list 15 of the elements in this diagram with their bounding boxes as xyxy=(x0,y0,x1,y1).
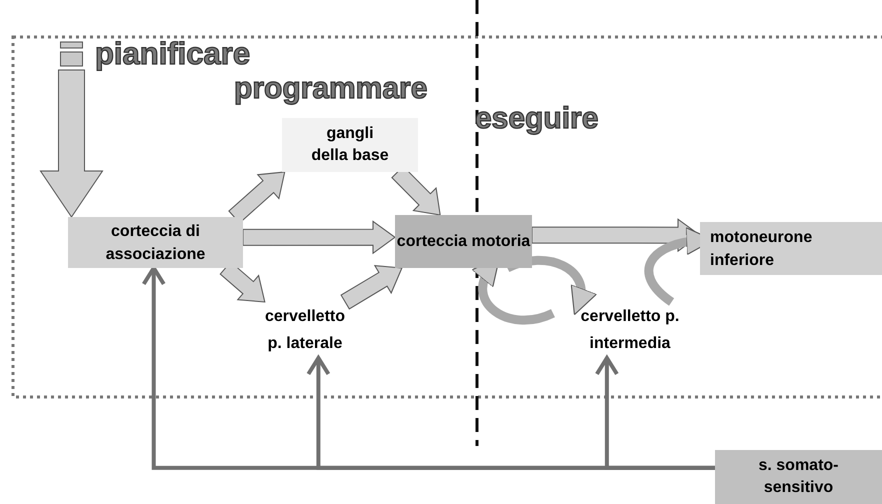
process-box: gangli della base xyxy=(282,118,418,172)
block-arrow xyxy=(340,265,403,310)
process-box: corteccia motoria xyxy=(395,215,532,268)
process-box: s. somato-sensitivo xyxy=(715,450,882,504)
process-box: corteccia di associazione xyxy=(68,217,243,268)
node-label: cervelletto p. intermedia xyxy=(553,302,707,358)
process-box: motoneurone inferiore xyxy=(700,222,882,275)
block-arrow xyxy=(242,220,396,254)
node-label: cervelletto p. laterale xyxy=(238,302,372,358)
stage-title: eseguire xyxy=(475,104,598,134)
arrow xyxy=(594,356,715,470)
block-arrow xyxy=(40,42,104,218)
stage-title: programmare xyxy=(234,74,428,104)
stage-title: pianificare xyxy=(95,38,250,69)
curved-arrow xyxy=(506,256,596,316)
